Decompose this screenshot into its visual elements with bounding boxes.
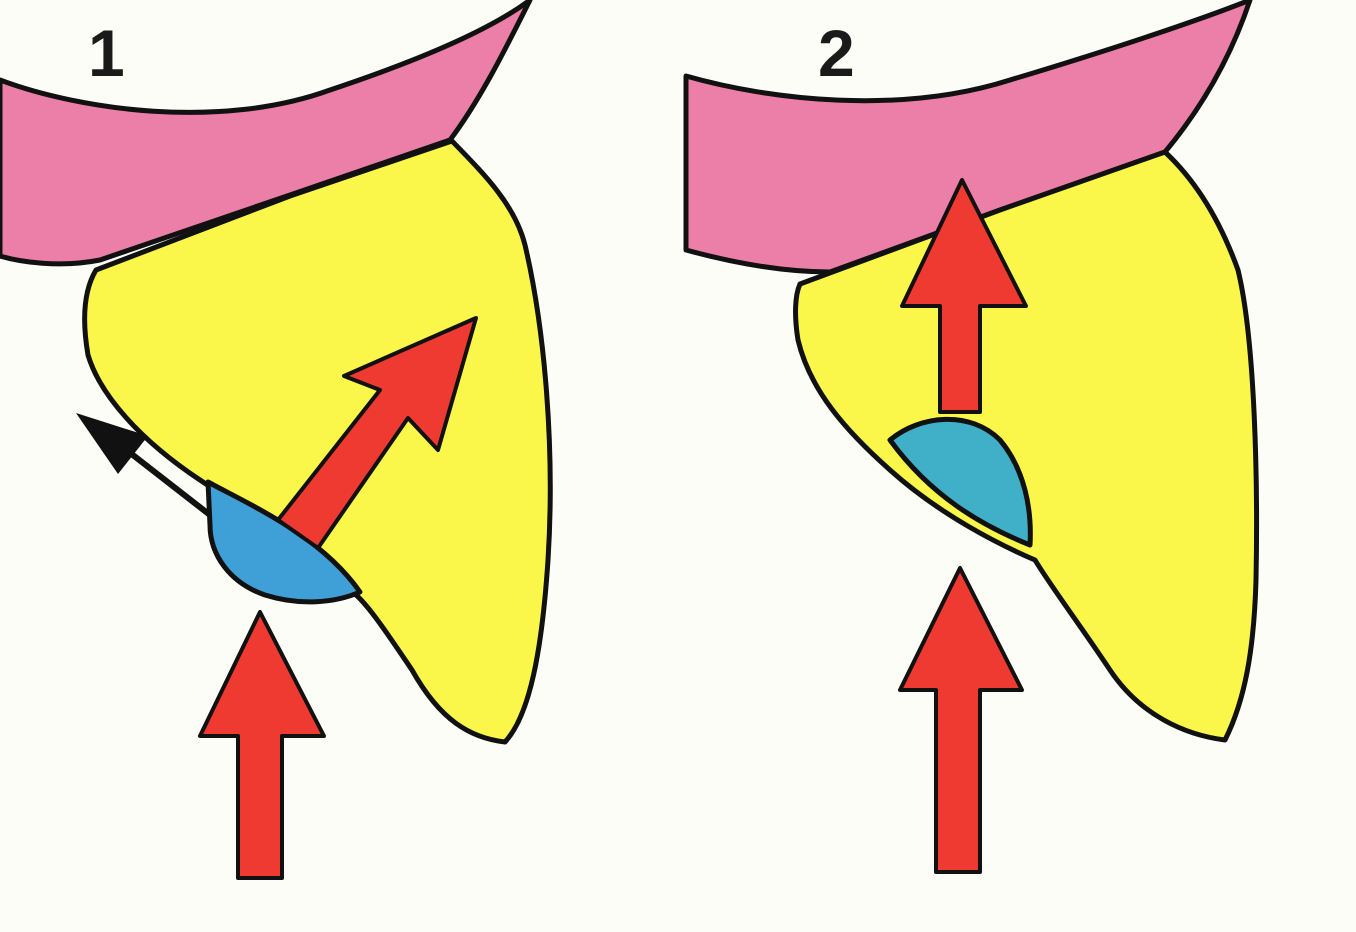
panel-label-1: 1	[88, 16, 125, 90]
panel-2	[683, 0, 1260, 874]
restoration-2	[887, 416, 1033, 548]
force-arrow-lower-2	[898, 566, 1024, 874]
force-arrow-diagonal-1	[276, 316, 478, 550]
restoration-1	[205, 479, 363, 605]
force-arrow-upper-2	[900, 178, 1028, 414]
gum-arch-1	[0, 0, 533, 267]
small-arrow-1	[76, 413, 212, 518]
force-arrow-vertical-1	[198, 610, 326, 880]
tooth-crown-1	[82, 138, 553, 745]
gum-arch-2	[683, 0, 1253, 275]
panel-label-2: 2	[818, 16, 855, 90]
panel-1	[0, 0, 553, 880]
